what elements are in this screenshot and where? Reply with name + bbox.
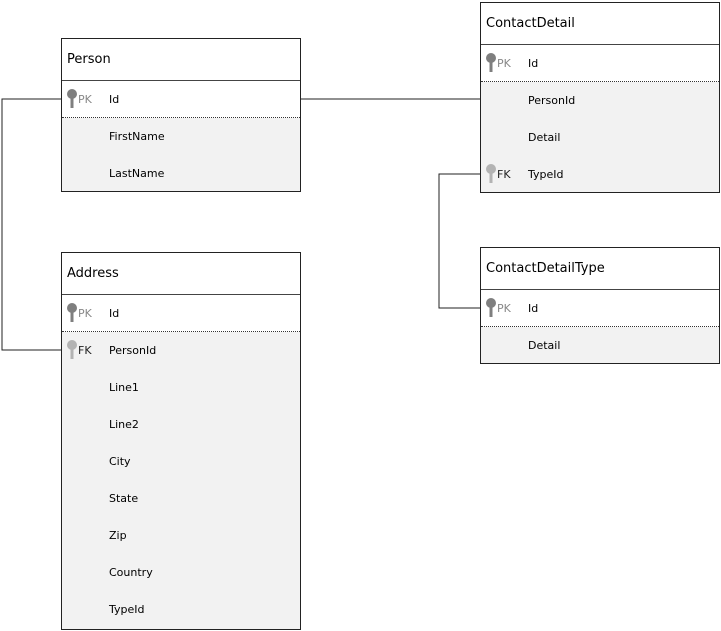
field-name: TypeId (109, 603, 145, 616)
field-row[interactable]: Zip (62, 517, 300, 554)
field-row[interactable]: LastName (62, 155, 300, 192)
entity-person[interactable]: Person PK Id FirstName LastName (61, 38, 301, 192)
field-name: Id (528, 302, 539, 315)
field-name: State (109, 492, 139, 505)
field-name: PersonId (109, 344, 157, 357)
key-icon (67, 303, 77, 322)
fk-row[interactable]: FK TypeId (481, 156, 719, 193)
field-name: LastName (109, 167, 165, 180)
field-row[interactable]: Line1 (62, 369, 300, 406)
pk-tag: PK (497, 302, 511, 315)
field-name: FirstName (109, 130, 165, 143)
field-name: PersonId (528, 94, 576, 107)
field-row[interactable]: FirstName (62, 118, 300, 155)
pk-row[interactable]: PK Id (481, 290, 719, 327)
entity-title: Person (62, 39, 300, 81)
entity-contact-detail-type[interactable]: ContactDetailType PK Id Detail (480, 247, 720, 364)
pk-row[interactable]: PK Id (62, 295, 300, 332)
field-name: Id (109, 307, 120, 320)
field-row[interactable]: City (62, 443, 300, 480)
fk-tag: FK (78, 344, 92, 357)
key-icon (67, 89, 77, 108)
field-name: TypeId (528, 168, 564, 181)
field-name: Id (528, 57, 539, 70)
field-name: Detail (528, 339, 561, 352)
key-icon (486, 53, 496, 72)
field-name: Line2 (109, 418, 139, 431)
field-name: Line1 (109, 381, 139, 394)
entity-title: Address (62, 253, 300, 295)
key-icon (486, 164, 496, 183)
field-row[interactable]: PersonId (481, 82, 719, 119)
pk-tag: PK (78, 307, 92, 320)
entity-address[interactable]: Address PK Id FK PersonId Line1 Line2 Ci… (61, 252, 301, 630)
pk-tag: PK (497, 57, 511, 70)
fk-tag: FK (497, 168, 511, 181)
entity-title: ContactDetailType (481, 248, 719, 290)
field-row[interactable]: Country (62, 554, 300, 591)
field-name: Zip (109, 529, 127, 542)
connector-contactdetail-type (438, 173, 481, 309)
pk-tag: PK (78, 93, 92, 106)
pk-row[interactable]: PK Id (481, 45, 719, 82)
field-row[interactable]: Line2 (62, 406, 300, 443)
key-icon (486, 298, 496, 317)
field-row[interactable]: TypeId (62, 591, 300, 628)
connector-person-address (1, 98, 62, 351)
entity-title: ContactDetail (481, 3, 719, 45)
entity-contact-detail[interactable]: ContactDetail PK Id PersonId Detail FK T… (480, 2, 720, 193)
field-row[interactable]: Detail (481, 327, 719, 364)
fk-row[interactable]: FK PersonId (62, 332, 300, 369)
field-name: Id (109, 93, 120, 106)
key-icon (67, 340, 77, 359)
field-name: City (109, 455, 131, 468)
field-name: Detail (528, 131, 561, 144)
pk-row[interactable]: PK Id (62, 81, 300, 118)
field-row[interactable]: State (62, 480, 300, 517)
field-row[interactable]: Detail (481, 119, 719, 156)
field-name: Country (109, 566, 153, 579)
